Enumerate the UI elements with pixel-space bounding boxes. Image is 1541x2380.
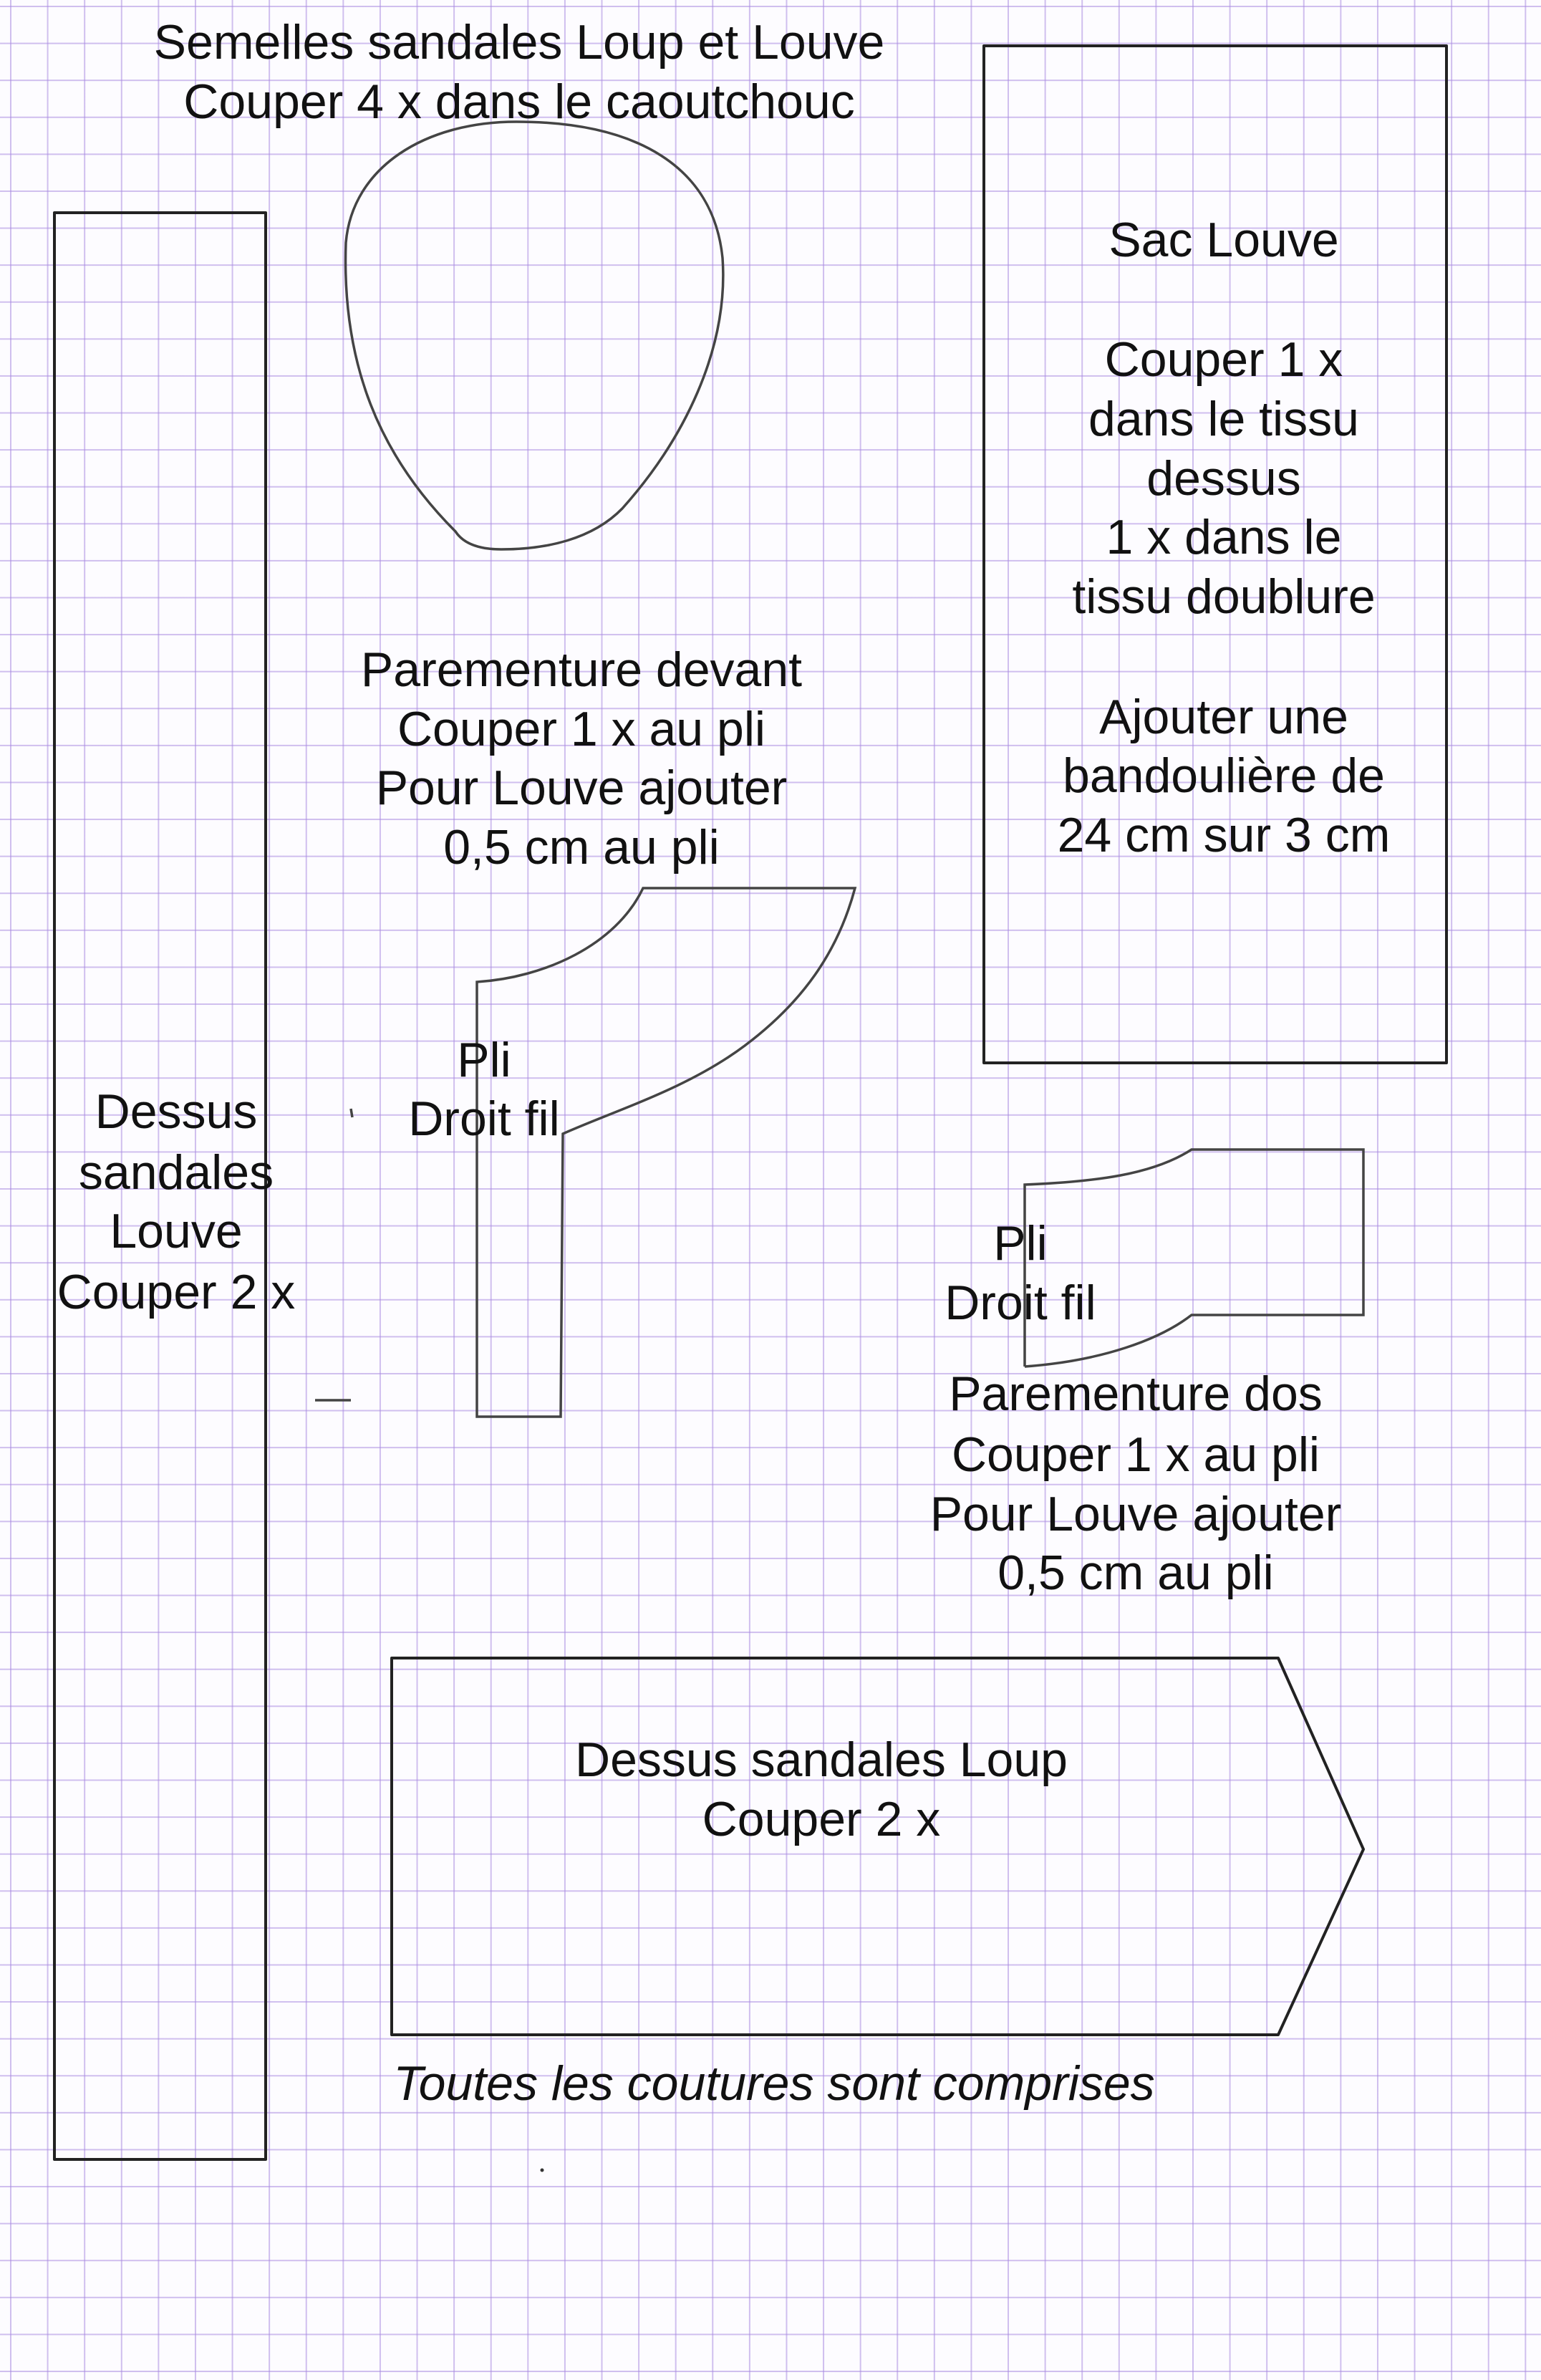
label-line: 0,5 cm au pli: [997, 1546, 1274, 1600]
label-line: Dessus sandales Loup: [575, 1733, 1068, 1787]
label-line: Pour Louve ajouter: [376, 761, 788, 815]
dos-grain-label: Droit fil: [945, 1276, 1096, 1330]
semelles-title: Semelles sandales Loup et Louve: [154, 15, 885, 69]
label-line: 0,5 cm au pli: [443, 820, 720, 875]
stray-dot: [540, 2168, 544, 2172]
label-line: sandales: [79, 1145, 274, 1200]
label-line: Pour Louve ajouter: [930, 1487, 1342, 1541]
label-line: 24 cm sur 3 cm: [1058, 808, 1391, 862]
parementure-dos-label: Parementure dos Couper 1 x au pli Pour L…: [930, 1367, 1342, 1600]
label-line: bandoulière de: [1063, 748, 1385, 803]
label-line: 1 x dans le: [1106, 510, 1342, 564]
parementure-devant-piece: [475, 887, 857, 1418]
label-line: Ajouter une: [1099, 690, 1348, 744]
sole-piece: [344, 120, 725, 551]
dessus-loup-piece: [390, 1657, 1365, 2036]
dessus-louve-piece: [53, 211, 267, 2161]
stray-mark: [349, 1108, 354, 1118]
label-line: Couper 1 x: [1105, 332, 1343, 387]
label-line: Sac Louve: [1108, 213, 1338, 267]
devant-fold-label: Pli: [457, 1033, 511, 1087]
semelles-instruction: Couper 4 x dans le caoutchouc: [183, 74, 855, 129]
label-line: dessus: [1146, 451, 1300, 506]
parementure-dos-piece: [1023, 1148, 1365, 1368]
label-line: Parementure devant: [361, 642, 802, 697]
dessus-loup-label: Dessus sandales Loup Couper 2 x: [575, 1733, 1068, 1846]
label-line: tissu doublure: [1072, 569, 1375, 624]
dos-fold-label: Pli: [993, 1216, 1048, 1271]
label-line: dans le tissu: [1088, 392, 1359, 446]
label-line: Couper 1 x au pli: [952, 1427, 1320, 1482]
devant-grain-label: Droit fil: [408, 1092, 560, 1146]
label-line: Couper 2 x: [57, 1265, 296, 1319]
label-line: Couper 2 x: [702, 1792, 941, 1846]
sac-louve-piece: [982, 44, 1448, 1064]
parementure-devant-label: Parementure devant Couper 1 x au pli Pou…: [361, 642, 802, 875]
label-line: Couper 1 x au pli: [397, 702, 765, 756]
sac-louve-label: Sac Louve Couper 1 x dans le tissu dessu…: [1058, 213, 1391, 862]
dessus-louve-label: Dessus sandales Louve Couper 2 x: [57, 1084, 296, 1319]
label-line: Louve: [110, 1204, 242, 1258]
footer-note: Toutes les coutures sont comprises: [393, 2056, 1154, 2111]
label-line: Dessus: [95, 1084, 258, 1139]
label-line: Parementure dos: [949, 1367, 1323, 1421]
